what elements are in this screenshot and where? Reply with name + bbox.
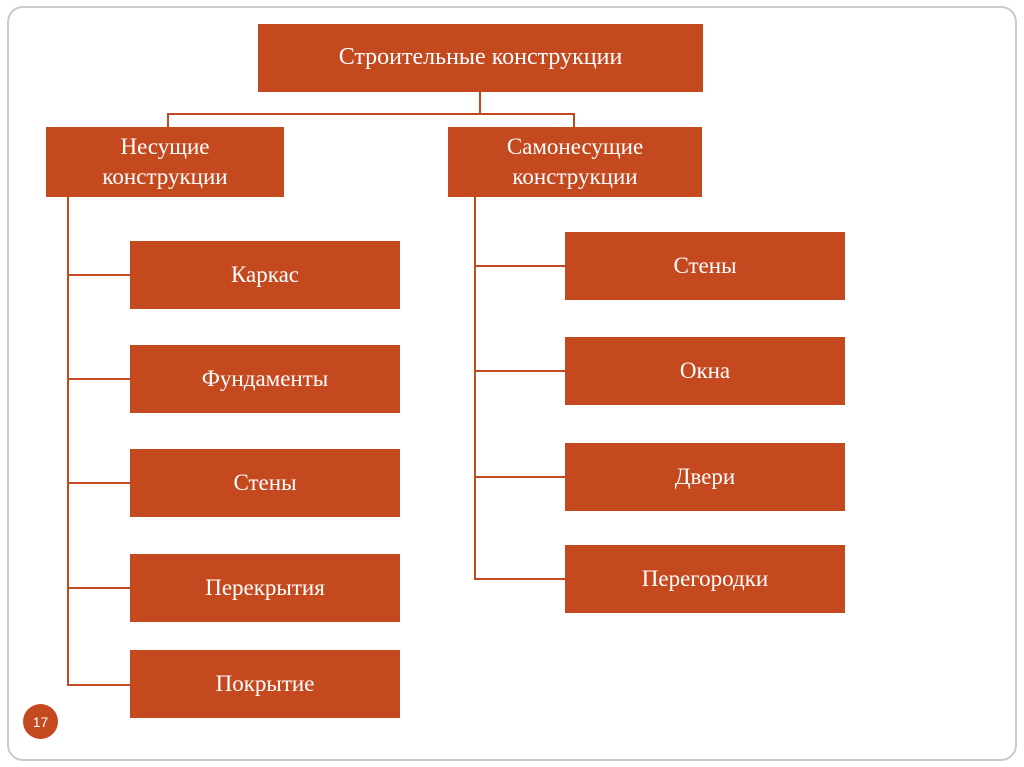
connector-left-stub-1: [67, 274, 130, 276]
node-leaf-right-1: Стены: [565, 232, 845, 300]
connector-root-stem: [479, 92, 481, 115]
connector-right-stub-4: [474, 578, 565, 580]
node-leaf-left-2-label: Фундаменты: [201, 366, 329, 392]
node-leaf-left-3-label: Стены: [233, 470, 297, 496]
node-leaf-left-2: Фундаменты: [130, 345, 400, 413]
node-branch-bearing-label: Несущие конструкции: [102, 134, 228, 189]
node-leaf-right-4: Перегородки: [565, 545, 845, 613]
connector-drop-right: [573, 113, 575, 127]
node-branch-bearing: Несущие конструкции: [46, 127, 284, 197]
connector-left-stub-4: [67, 587, 130, 589]
node-leaf-right-2: Окна: [565, 337, 845, 405]
node-leaf-left-5: Покрытие: [130, 650, 400, 718]
node-leaf-left-4: Перекрытия: [130, 554, 400, 622]
node-leaf-left-1: Каркас: [130, 241, 400, 309]
connector-right-stub-2: [474, 370, 565, 372]
node-leaf-right-2-label: Окна: [679, 358, 731, 384]
node-leaf-left-1-label: Каркас: [231, 262, 299, 288]
connector-left-stub-5: [67, 684, 130, 686]
node-branch-self-bearing-label: Самонесущие конструкции: [506, 134, 644, 189]
connector-right-stub-3: [474, 476, 565, 478]
page-number: 17: [32, 713, 49, 730]
node-leaf-left-4-label: Перекрытия: [205, 575, 325, 601]
node-leaf-left-5-label: Покрытие: [215, 671, 315, 697]
node-leaf-right-4-label: Перегородки: [641, 566, 769, 592]
connector-left-stub-2: [67, 378, 130, 380]
connector-top-horizontal: [167, 113, 575, 115]
node-root-label: Строительные конструкции: [338, 44, 623, 71]
connector-left-trunk: [67, 197, 69, 686]
node-leaf-left-3: Стены: [130, 449, 400, 517]
connector-right-trunk: [474, 197, 476, 580]
node-branch-self-bearing: Самонесущие конструкции: [448, 127, 702, 197]
node-leaf-right-1-label: Стены: [673, 253, 737, 279]
page-number-badge: 17: [23, 704, 58, 739]
connector-left-stub-3: [67, 482, 130, 484]
connector-right-stub-1: [474, 265, 565, 267]
node-leaf-right-3-label: Двери: [674, 464, 736, 490]
node-leaf-right-3: Двери: [565, 443, 845, 511]
node-root: Строительные конструкции: [258, 24, 703, 92]
connector-drop-left: [167, 113, 169, 127]
